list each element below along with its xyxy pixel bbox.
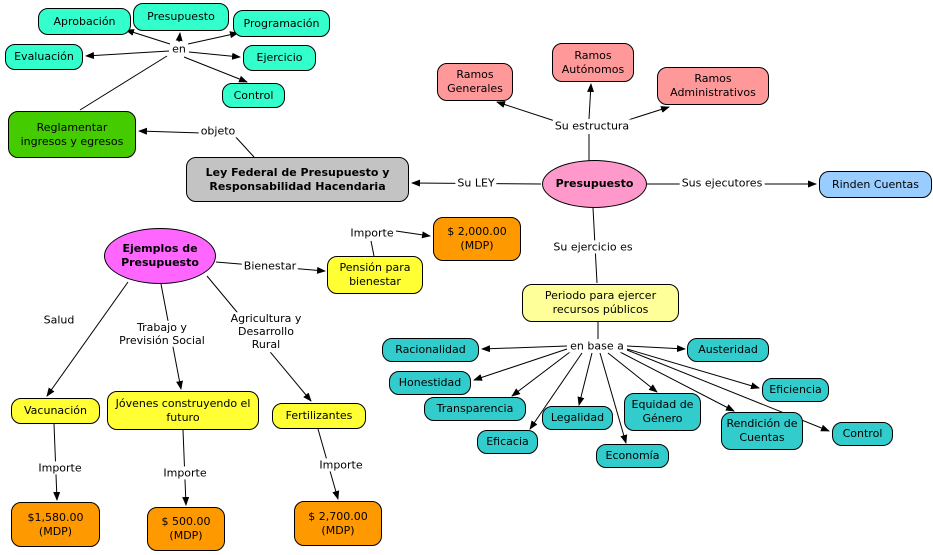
link-bienestar: Bienestar [241,259,299,273]
link-agricultura: Agricultura y Desarrollo Rural [224,312,308,352]
node-control-ciclo[interactable]: Control [222,83,285,108]
node-vacunacion[interactable]: Vacunación [11,398,100,424]
node-honestidad[interactable]: Honestidad [389,371,471,395]
link-objeto: objeto [198,124,238,138]
node-aprobacion[interactable]: Aprobación [38,8,131,35]
node-presupuesto-main[interactable]: Presupuesto [542,160,647,208]
node-reglamentar[interactable]: Reglamentar ingresos y egresos [8,111,136,158]
link-sus-ejecutores: Sus ejecutores [679,176,765,190]
node-ramos-autonomos[interactable]: Ramos Autónomos [552,43,634,82]
link-importe-fertilizantes: Importe [317,458,365,472]
node-presupuesto-ciclo[interactable]: Presupuesto [133,3,229,31]
link-importe-jovenes: Importe [161,466,209,480]
node-eficacia[interactable]: Eficacia [477,430,538,454]
node-jovenes[interactable]: Jóvenes construyendo el futuro [107,391,259,430]
node-legalidad[interactable]: Legalidad [542,406,613,430]
node-importe-500[interactable]: $ 500.00 (MDP) [147,507,225,551]
node-evaluacion[interactable]: Evaluación [5,44,83,70]
link-su-ley: Su LEY [455,176,497,190]
link-en: en [170,42,188,56]
node-importe-1580[interactable]: $1,580.00 (MDP) [11,502,100,547]
link-importe-vacunacion: Importe [36,461,84,475]
node-economia[interactable]: Economía [596,444,669,468]
node-transparencia[interactable]: Transparencia [424,397,526,421]
node-ejercicio[interactable]: Ejercicio [243,45,316,71]
link-salud: Salud [41,313,77,327]
link-importe-pension: Importe [348,226,396,240]
node-importe-2700[interactable]: $ 2,700.00 (MDP) [294,501,382,546]
node-control-principio[interactable]: Control [832,422,893,446]
node-ramos-generales[interactable]: Ramos Generales [437,63,513,101]
link-su-estructura: Su estructura [552,119,632,133]
node-equidad-genero[interactable]: Equidad de Género [624,393,701,431]
link-su-ejercicio: Su ejercicio es [551,240,635,254]
node-ejemplos[interactable]: Ejemplos de Presupuesto [104,228,216,284]
node-importe-2000[interactable]: $ 2,000.00 (MDP) [433,217,521,261]
node-rinden-cuentas[interactable]: Rinden Cuentas [819,171,932,198]
node-racionalidad[interactable]: Racionalidad [382,338,479,362]
node-ley-federal[interactable]: Ley Federal de Presupuesto y Responsabil… [186,157,409,202]
node-austeridad[interactable]: Austeridad [687,338,769,362]
node-rendicion-cuentas[interactable]: Rendición de Cuentas [721,412,803,450]
node-pension-bienestar[interactable]: Pensión para bienestar [327,256,423,294]
link-trabajo: Trabajo y Previsión Social [110,320,214,348]
node-eficiencia[interactable]: Eficiencia [762,378,829,402]
node-ramos-administrativos[interactable]: Ramos Administrativos [657,67,769,105]
node-programacion[interactable]: Programación [233,10,330,37]
node-periodo[interactable]: Periodo para ejercer recursos públicos [522,284,679,322]
node-fertilizantes[interactable]: Fertilizantes [272,403,366,429]
link-en-base-a: en base a [568,339,626,353]
